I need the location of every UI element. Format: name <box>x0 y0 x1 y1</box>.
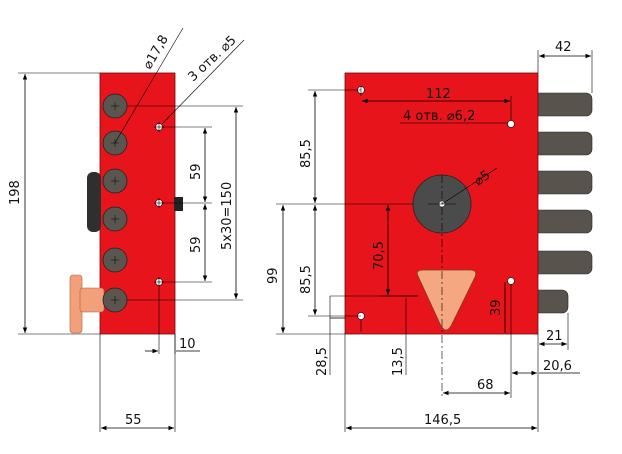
dim-21-label: 21 <box>546 329 563 344</box>
dim-59-bottom-label: 59 <box>189 236 204 253</box>
dim-85-lower-label: 85,5 <box>299 265 314 294</box>
dim-146: 146,5 <box>344 334 539 432</box>
bolt-ends <box>102 93 128 313</box>
dim-198-label: 198 <box>8 180 23 205</box>
dim-99-label: 99 <box>266 267 281 284</box>
dim-198: 198 <box>8 72 100 335</box>
dim-85-lower: 85,5 <box>299 205 361 317</box>
handle-knob <box>69 274 105 334</box>
dim-70-label: 70,5 <box>372 241 387 270</box>
dim-10: 10 <box>145 287 200 354</box>
side-small-holes <box>154 122 164 287</box>
dim-small-bores-label: 3 отв. ⌀5 <box>185 33 239 85</box>
dim-85-upper-label: 85,5 <box>299 139 314 168</box>
dim-55: 55 <box>99 334 176 432</box>
front-view: 85,5 85,5 99 70,5 28,5 13,5 <box>266 40 593 432</box>
side-view: 198 55 10 ⌀17,8 3 отв. ⌀5 <box>8 27 245 432</box>
triangle-insert <box>416 269 477 331</box>
dim-28-label: 28,5 <box>315 347 330 376</box>
dim-146-label: 146,5 <box>424 413 461 428</box>
dim-68: 68 <box>443 375 512 398</box>
dim-112: 112 <box>360 86 512 120</box>
dim-85-upper: 85,5 <box>276 89 413 205</box>
dim-39: 39 <box>489 282 512 375</box>
dim-four-holes: 4 отв. ⌀6,2 <box>400 109 508 124</box>
dim-55-label: 55 <box>125 413 142 428</box>
dim-four-holes-label: 4 отв. ⌀6,2 <box>403 109 475 124</box>
dim-99: 99 <box>266 205 345 335</box>
dim-pitch: 5x30=150 <box>127 105 243 301</box>
dim-59-top-label: 59 <box>189 163 204 180</box>
dim-206-label: 20,6 <box>543 359 572 374</box>
dim-pitch-label: 5x30=150 <box>220 182 235 250</box>
dim-59: 59 59 <box>162 126 212 283</box>
dim-68-label: 68 <box>477 378 494 393</box>
side-pin <box>174 197 183 211</box>
dim-10-label: 10 <box>179 337 196 352</box>
dim-big-bore-label: ⌀17,8 <box>140 33 171 72</box>
dim-112-label: 112 <box>426 87 451 102</box>
dim-206: 20,6 <box>512 350 580 376</box>
dim-42-label: 42 <box>555 40 572 55</box>
dim-bottom-left: 28,5 13,5 <box>315 295 418 376</box>
dim-39-label: 39 <box>489 299 504 316</box>
dim-21: 21 <box>537 313 569 350</box>
cylinder-boss <box>87 172 101 232</box>
dim-42: 42 <box>537 40 593 93</box>
front-holes <box>357 86 515 320</box>
dim-13-label: 13,5 <box>391 347 406 376</box>
